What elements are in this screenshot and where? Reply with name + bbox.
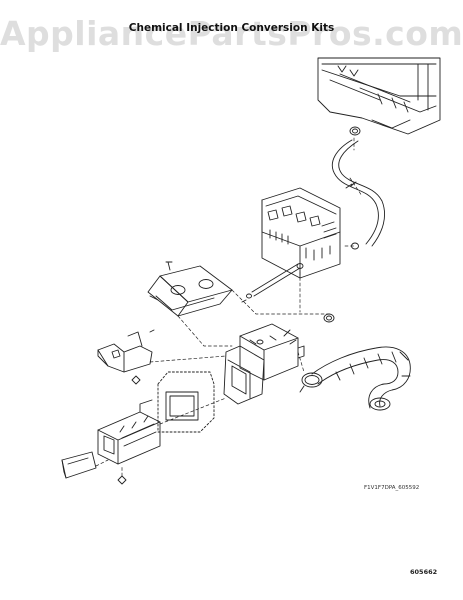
drain-hose-elbow	[312, 347, 410, 410]
mounting-bracket	[98, 332, 152, 372]
assembly-leader-lines	[96, 138, 362, 476]
small-screws	[118, 330, 154, 484]
page-number: 605662	[410, 568, 438, 576]
drawer-front-panel	[62, 452, 96, 478]
hose-clamp-lower	[300, 373, 322, 392]
cabinet-opening-frame	[158, 372, 214, 432]
connecting-rod	[242, 264, 303, 303]
watermark-logo: AppliancePartsPros.com	[0, 14, 463, 53]
hose-clamp-upper	[350, 127, 360, 135]
dispenser-board-assembly	[262, 188, 359, 278]
diagram-title: Chemical Injection Conversion Kits	[128, 22, 335, 34]
detergent-drawer	[98, 400, 160, 464]
tray-cover-part	[148, 262, 232, 316]
cabinet-frame-part	[318, 58, 440, 134]
diagram-reference-code: F1V1F7DPA_605592	[364, 485, 420, 491]
dispenser-housing	[224, 324, 304, 404]
small-clip-part	[324, 314, 334, 322]
inlet-hose	[332, 140, 384, 246]
